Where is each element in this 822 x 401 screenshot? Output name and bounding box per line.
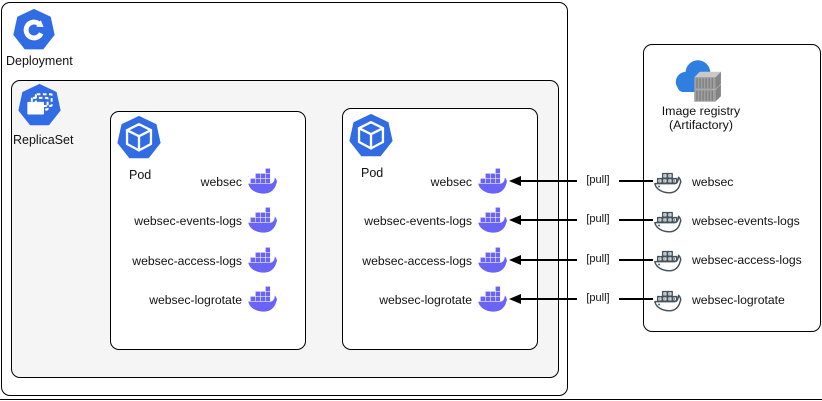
container-name-label: websec-logrotate	[149, 293, 242, 307]
container-row: websec-access-logs	[362, 246, 513, 276]
image-name-label: websec-access-logs	[692, 253, 802, 267]
image-name-label: websec-logrotate	[692, 293, 785, 307]
image-name-label: websec	[692, 175, 734, 189]
docker-whale-icon	[476, 207, 513, 236]
pod-label: Pod	[361, 166, 384, 180]
image-name-label: websec-events-logs	[692, 214, 800, 228]
container-name-label: websec-logrotate	[379, 293, 472, 307]
registry-title-line2: (Artifactory)	[668, 117, 734, 132]
container-row: websec	[201, 167, 283, 197]
container-name-label: websec-events-logs	[134, 214, 242, 228]
docker-whale-icon	[246, 168, 283, 197]
docker-whale-icon	[476, 286, 513, 315]
docker-whale-outline-icon	[652, 168, 689, 197]
container-name-label: websec	[430, 175, 472, 189]
container-row: websec-events-logs	[364, 206, 513, 236]
container-name-label: websec-events-logs	[364, 214, 472, 228]
left-arrowhead-icon	[509, 215, 521, 225]
pull-label: [pull]	[577, 291, 619, 306]
image-row: websec-logrotate	[652, 285, 785, 315]
image-row: websec-access-logs	[652, 245, 802, 275]
pull-label: [pull]	[577, 173, 619, 188]
docker-whale-icon	[246, 207, 283, 236]
pull-label: [pull]	[577, 212, 619, 227]
docker-whale-icon	[246, 286, 283, 315]
image-row: websec-events-logs	[652, 206, 800, 236]
container-row: websec-logrotate	[149, 285, 283, 315]
docker-whale-icon	[476, 247, 513, 276]
docker-whale-outline-icon	[652, 207, 689, 236]
image-registry-box: Image registry (Artifactory) websec webs…	[643, 44, 821, 332]
left-arrowhead-icon	[509, 176, 521, 186]
docker-whale-outline-icon	[652, 246, 689, 275]
docker-whale-outline-icon	[652, 286, 689, 315]
registry-title-line1: Image registry	[661, 104, 741, 118]
cloud-with-containers-icon	[670, 58, 724, 104]
docker-whale-icon	[476, 168, 513, 197]
kubernetes-pod-icon	[116, 115, 162, 161]
kubernetes-deployment-icon	[12, 8, 56, 52]
screen-bottom-edge	[0, 398, 822, 400]
container-name-label: websec	[200, 175, 242, 189]
pull-label: [pull]	[577, 252, 619, 267]
deployment-label: Deployment	[6, 54, 73, 68]
pod-label: Pod	[129, 168, 152, 182]
replicaset-label: ReplicaSet	[13, 133, 74, 147]
container-row: websec-access-logs	[132, 246, 283, 276]
kubernetes-pod-icon	[348, 113, 394, 159]
container-name-label: websec-access-logs	[362, 254, 472, 268]
image-row: websec	[652, 167, 733, 197]
left-arrowhead-icon	[509, 294, 521, 304]
container-name-label: websec-access-logs	[132, 254, 242, 268]
pod-box-2: Pod websec websec-events-logs websec-acc…	[342, 108, 538, 350]
pod-box-1: Pod websec websec-events-logs websec-acc…	[110, 111, 306, 350]
kubernetes-replicaset-icon	[17, 83, 62, 128]
container-row: websec-events-logs	[134, 206, 283, 236]
container-row: websec-logrotate	[379, 285, 513, 315]
left-arrowhead-icon	[509, 255, 521, 265]
container-row: websec	[431, 167, 513, 197]
docker-whale-icon	[246, 247, 283, 276]
registry-title: Image registry (Artifactory)	[644, 104, 758, 132]
